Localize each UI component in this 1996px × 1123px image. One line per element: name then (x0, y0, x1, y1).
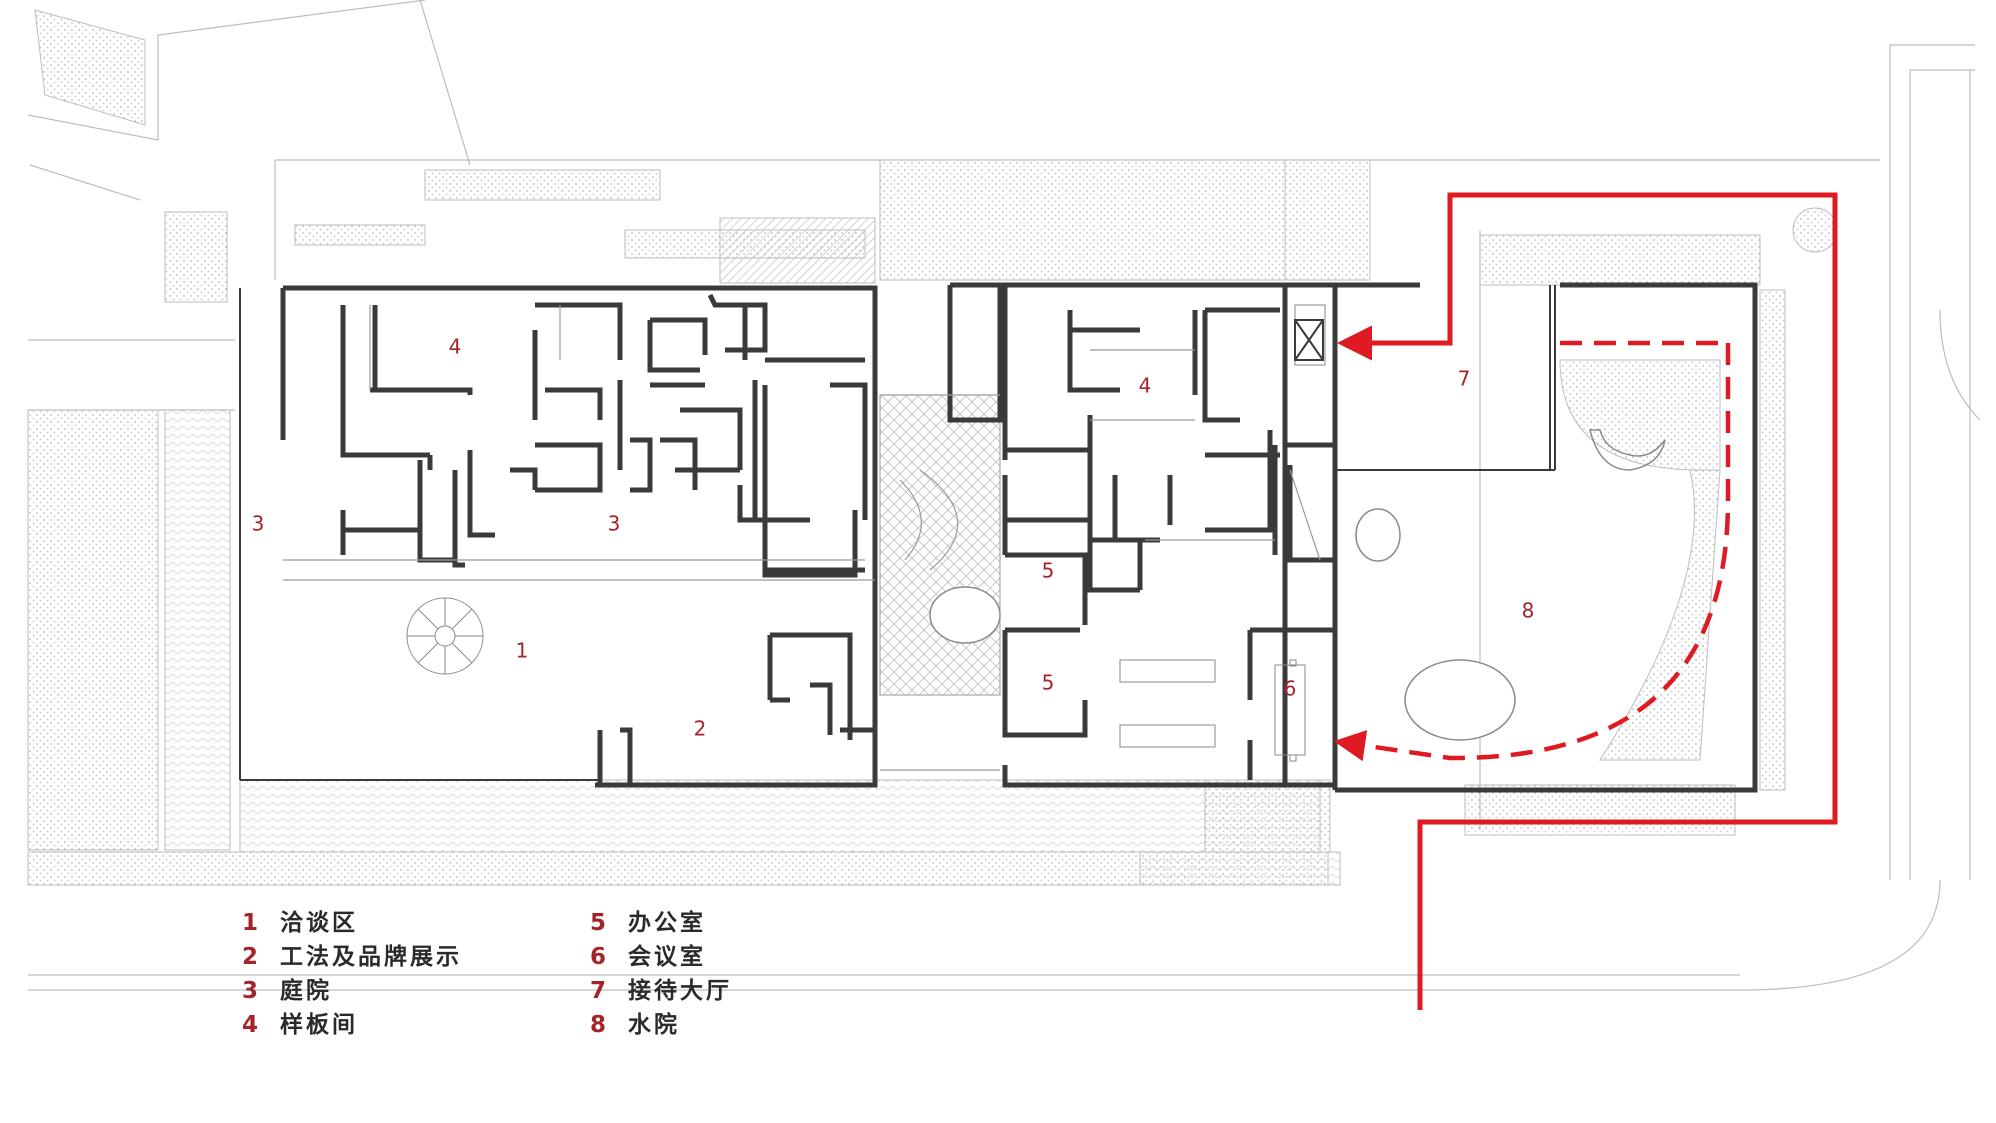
furniture (1119, 659, 1306, 762)
legend-item-7: 7 接待大厅 (590, 977, 732, 1004)
legend-item-2: 2 工法及品牌展示 (242, 943, 462, 970)
route-dashed (1333, 343, 1731, 762)
room-label-3-center: 3 (608, 512, 621, 536)
courtyard-features (929, 429, 1666, 741)
legend-item-6: 6 会议室 (590, 943, 706, 970)
room-label-3-left: 3 (252, 512, 265, 536)
legend-num: 1 (242, 910, 258, 936)
legend-label: 洽谈区 (280, 910, 358, 936)
route-solid (1337, 192, 1838, 1010)
legend-label: 工法及品牌展示 (280, 943, 462, 970)
legend-num: 3 (242, 978, 258, 1004)
room-label-2: 2 (694, 717, 707, 741)
room-label-4-left: 4 (449, 335, 462, 359)
legend-num: 2 (242, 944, 258, 970)
legend-item-5: 5 办公室 (590, 909, 706, 936)
legend-num: 7 (590, 978, 606, 1004)
legend-label: 会议室 (628, 943, 706, 970)
legend-num: 4 (242, 1012, 258, 1038)
legend-item-1: 1 洽谈区 (242, 910, 358, 936)
circulation-routes (1333, 192, 1838, 1010)
room-labels: 1 2 3 3 4 4 5 5 6 7 8 (252, 335, 1535, 741)
room-label-8: 8 (1522, 599, 1535, 623)
site-context (27, 0, 1981, 991)
legend-label: 样板间 (280, 1011, 358, 1038)
legend-item-3: 3 庭院 (242, 977, 332, 1004)
legend-num: 5 (590, 910, 606, 936)
room-label-7: 7 (1458, 367, 1471, 391)
legend-item-8: 8 水院 (590, 1011, 680, 1038)
legend-num: 8 (590, 1012, 606, 1038)
legend-label: 接待大厅 (628, 977, 732, 1004)
paving-areas (27, 9, 1838, 886)
legend-num: 6 (590, 944, 606, 970)
legend: 1 洽谈区 2 工法及品牌展示 3 庭院 4 样板间 5 办公室 6 会议室 7… (242, 909, 732, 1038)
room-label-6: 6 (1284, 677, 1297, 701)
legend-label: 水院 (628, 1011, 680, 1038)
room-label-1: 1 (516, 639, 529, 663)
legend-label: 办公室 (628, 909, 706, 936)
interior-thin-lines (283, 304, 1326, 771)
building-walls (239, 282, 1758, 793)
legend-item-4: 4 样板间 (242, 1011, 358, 1038)
legend-label: 庭院 (280, 977, 332, 1004)
spiral-stair-icon (406, 597, 484, 675)
room-label-5-lower: 5 (1042, 671, 1055, 695)
elevator-cross-icon (1294, 319, 1324, 361)
room-label-5-upper: 5 (1042, 559, 1055, 583)
room-label-4-right: 4 (1139, 374, 1152, 398)
